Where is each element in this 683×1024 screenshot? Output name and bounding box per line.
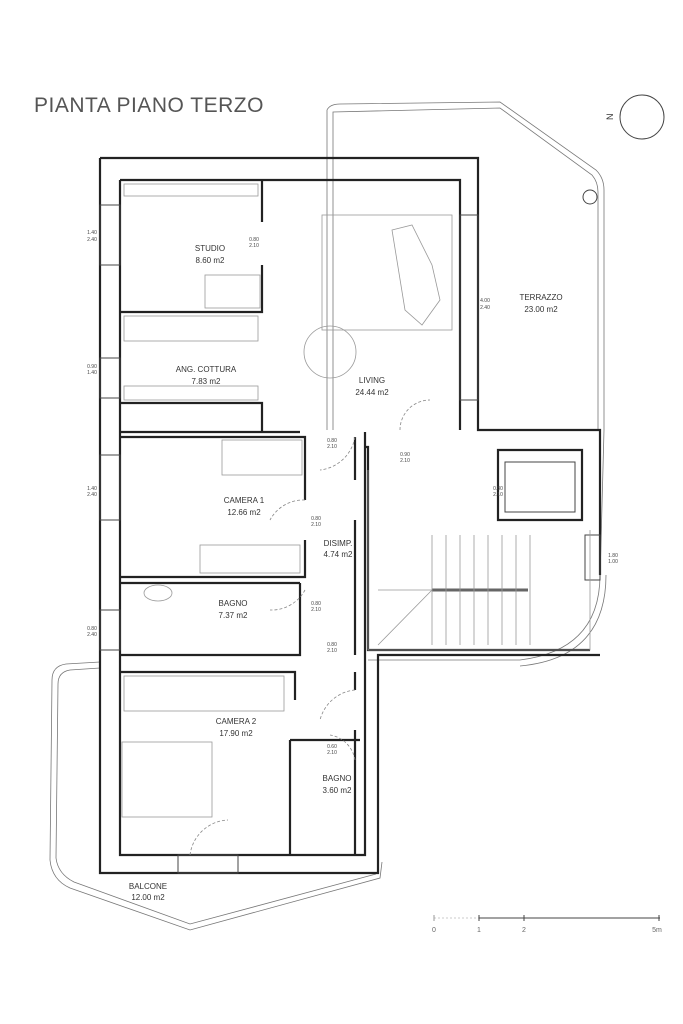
scale-tick-label: 0: [432, 927, 436, 934]
balcony-railing: [49, 661, 383, 931]
opening-height: 2.40: [480, 305, 490, 311]
opening-width: 0.80: [87, 626, 97, 632]
opening-width: 0.80: [493, 486, 503, 492]
north-label: N: [605, 114, 615, 121]
room-area: 12.00 m2: [131, 893, 165, 902]
opening-width: 0.60: [327, 744, 337, 750]
scale-tick-label: 1: [477, 927, 481, 934]
exterior-walls: [98, 156, 602, 875]
room-ang-cottura: ANG. COTTURA 7.83 m2: [176, 365, 237, 386]
opening-height: 2.40: [87, 237, 97, 243]
opening-height: 2.10: [311, 607, 321, 613]
opening-height: 2.10: [493, 492, 503, 498]
opening-height: 1.40: [87, 370, 97, 376]
opening-height: 2.10: [311, 522, 321, 528]
scale-bar: 0 1 2 5m: [432, 915, 662, 934]
room-living: LIVING 24.44 m2: [355, 376, 389, 397]
interior-walls: [120, 180, 584, 855]
room-name: BAGNO: [219, 599, 248, 608]
opening-width: 1.40: [87, 230, 97, 236]
terrace-column: [582, 189, 598, 205]
room-name: STUDIO: [195, 244, 225, 253]
opening-width: 0.80: [327, 642, 337, 648]
terrace-railing: [326, 101, 605, 581]
plan-title: PIANTA PIANO TERZO: [34, 94, 264, 117]
opening-height: 2.40: [87, 492, 97, 498]
room-name: CAMERA 2: [216, 717, 257, 726]
room-area: 7.37 m2: [219, 611, 248, 620]
scale-tick-label: 5m: [652, 927, 662, 934]
room-area: 24.44 m2: [355, 388, 389, 397]
opening-height: 1.00: [608, 559, 618, 565]
room-name: CAMERA 1: [224, 496, 265, 505]
scale-tick-label: 2: [522, 927, 526, 934]
windows: [99, 204, 601, 874]
opening-height: 2.10: [327, 648, 337, 654]
staircase: [377, 535, 531, 646]
room-bagno-1: BAGNO 7.37 m2: [219, 599, 248, 620]
opening-width: 0.80: [249, 237, 259, 243]
opening-height: 2.10: [400, 458, 410, 464]
opening-width: 1.80: [608, 553, 618, 559]
opening-height: 2.10: [327, 444, 337, 450]
room-area: 23.00 m2: [524, 305, 558, 314]
door-swings: [189, 399, 431, 856]
room-area: 8.60 m2: [196, 256, 225, 265]
room-area: 7.83 m2: [192, 377, 221, 386]
stair-curve-wall: [368, 574, 601, 661]
opening-width: 0.90: [400, 452, 410, 458]
room-camera-1: CAMERA 1 12.66 m2: [224, 496, 265, 517]
opening-width: 0.80: [311, 601, 321, 607]
opening-dimensions: 1.40 2.40 0.80 2.10 4.00 2.40 0.90 1.40 …: [87, 230, 618, 756]
room-disimpegno: DISIMP. 4.74 m2: [324, 539, 353, 559]
room-name: ANG. COTTURA: [176, 365, 237, 374]
room-bagno-2: BAGNO 3.60 m2: [323, 774, 352, 795]
room-studio: STUDIO 8.60 m2: [195, 244, 225, 265]
room-balcone: BALCONE 12.00 m2: [129, 882, 167, 902]
opening-width: 4.00: [480, 298, 490, 304]
opening-width: 1.40: [87, 486, 97, 492]
opening-width: 0.80: [327, 438, 337, 444]
room-area: 4.74 m2: [324, 550, 353, 559]
room-area: 12.66 m2: [227, 508, 261, 517]
opening-width: 0.90: [87, 364, 97, 370]
room-name: BALCONE: [129, 882, 167, 891]
opening-height: 2.10: [249, 243, 259, 249]
room-name: TERRAZZO: [519, 293, 562, 302]
room-area: 17.90 m2: [219, 729, 253, 738]
room-camera-2: CAMERA 2 17.90 m2: [216, 717, 257, 738]
room-area: 3.60 m2: [323, 786, 352, 795]
furniture: [121, 183, 591, 818]
opening-width: 0.80: [311, 516, 321, 522]
opening-height: 2.40: [87, 632, 97, 638]
opening-height: 2.10: [327, 750, 337, 756]
north-arrow-icon: N: [605, 94, 665, 140]
room-name: BAGNO: [323, 774, 352, 783]
room-terrazzo: TERRAZZO 23.00 m2: [519, 293, 562, 314]
room-name: LIVING: [359, 376, 385, 385]
room-name: DISIMP.: [324, 539, 353, 548]
